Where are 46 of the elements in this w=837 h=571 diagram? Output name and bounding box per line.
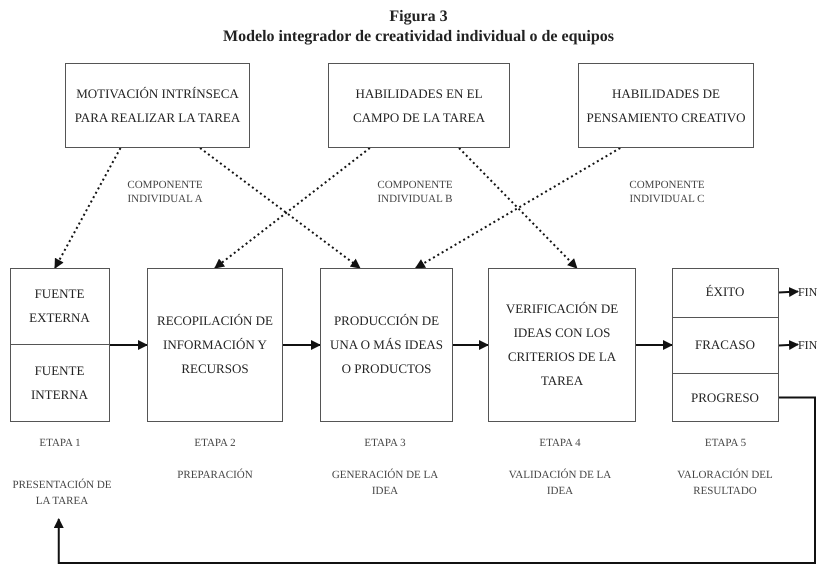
dotted-arrow (458, 147, 578, 269)
box-text: PRODUCCIÓN DE UNA O MÁS IDEAS O PRODUCTOS (328, 312, 444, 378)
process-box (320, 268, 453, 422)
dotted-arrow (54, 148, 122, 269)
component-label: COMPONENTE INDIVIDUAL C (628, 178, 706, 206)
component-box (578, 63, 754, 148)
box-text: FUENTE INTERNA (30, 362, 90, 404)
title: Modelo integrador de creatividad individual o de equipos (222, 28, 615, 46)
box-text: RECOPILACIÓN DE INFORMACIÓN Y RECURSOS (156, 312, 274, 378)
process-box (147, 268, 283, 422)
arrow (283, 340, 321, 350)
arrow (54, 396, 816, 564)
stage-name: VALORACIÓN DEL RESULTADO (676, 468, 774, 499)
stage-label: ETAPA 4 (538, 436, 582, 450)
component-label: COMPONENTE INDIVIDUAL B (376, 178, 454, 206)
component-box (328, 63, 510, 148)
box-text: PROGRESO (690, 388, 760, 406)
stage-name: GENERACIÓN DE LA IDEA (330, 468, 440, 499)
box-text: MOTIVACIÓN INTRÍNSECA PARA REALIZAR LA TAREA (74, 84, 242, 126)
arrow (453, 340, 489, 350)
end-label: FIN (798, 282, 830, 302)
stage-box (672, 268, 779, 422)
stage-name: PRESENTACIÓN DE LA TAREA (8, 467, 116, 519)
stage-label: ETAPA 2 (193, 436, 237, 450)
stage-label: ETAPA 1 (38, 436, 82, 450)
box-text: HABILIDADES EN EL CAMPO DE LA TAREA (352, 84, 486, 126)
process-box (488, 268, 636, 422)
dotted-arrow (414, 147, 621, 269)
box-text: HABILIDADES DE PENSAMIENTO CREATIVO (585, 84, 746, 126)
component-box (65, 63, 250, 148)
stage-name: PREPARACIÓN (176, 468, 254, 483)
component-label: COMPONENTE INDIVIDUAL A (126, 178, 204, 206)
stage-name: VALIDACIÓN DE LA IDEA (508, 468, 612, 499)
arrow (636, 340, 673, 350)
stage-box (10, 268, 110, 422)
box-text: FUENTE EXTERNA (28, 284, 91, 326)
stage-label: ETAPA 3 (363, 436, 407, 450)
figure-number: Figura 3 (388, 8, 449, 26)
box-text: FRACASO (694, 336, 756, 354)
box-text: ÉXITO (704, 283, 746, 301)
box-text: VERIFICACIÓN DE IDEAS CON LOS CRITERIOS DE LA TAREA (504, 300, 620, 390)
arrow (778, 286, 799, 297)
end-label: FIN (798, 334, 830, 354)
stage-label: ETAPA 5 (704, 436, 748, 450)
arrow (778, 340, 799, 350)
arrow (110, 340, 148, 350)
